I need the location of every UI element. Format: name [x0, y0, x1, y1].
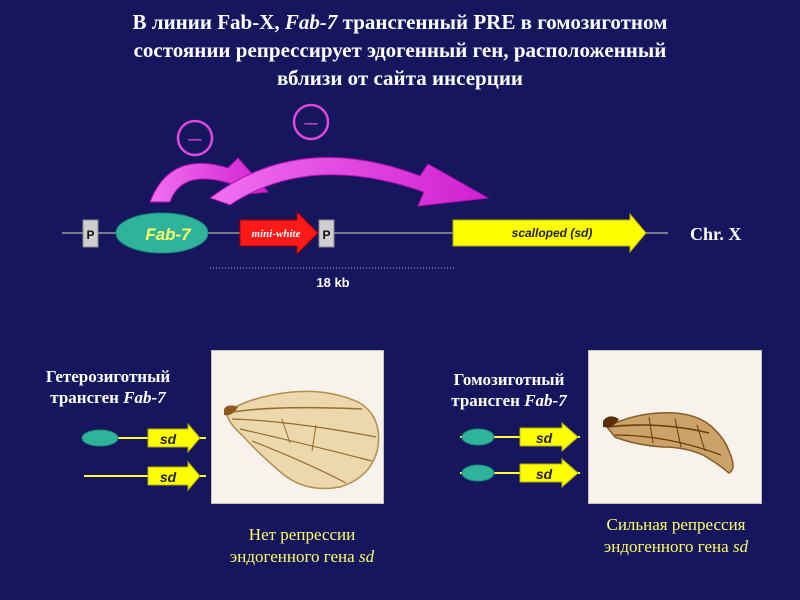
right-genotype-label: Гомозиготный трансген Fab-7 [451, 370, 567, 410]
mini-white-gene: mini-white [239, 210, 319, 256]
chromosome-label: Chr. X [690, 224, 741, 244]
svg-text:Fab-7: Fab-7 [145, 225, 192, 244]
p-element-right: P [318, 219, 335, 248]
slide-title: В линии Fab-X, Fab-7 трансгенный PRE в г… [20, 8, 780, 92]
wing-shape [225, 390, 380, 490]
p-element-left: P [82, 219, 99, 248]
scalloped-gene: scalloped (sd) [452, 212, 647, 254]
fab7-element: Fab-7 [115, 212, 209, 254]
left-caption: Нет репрессии эндогенного гена sd [229, 525, 375, 566]
left-genotype-label: Гетерозиготный трансген Fab-7 [45, 367, 171, 407]
repression-minus-left: – [176, 119, 214, 157]
left-genotype-top: sd [81, 422, 206, 454]
right-caption: Сильная репрессия эндогенного гена sd [603, 515, 749, 556]
right-genotype-bottom: sd [460, 457, 580, 489]
svg-text:sd: sd [536, 430, 553, 446]
repressed-wing-photo [588, 350, 762, 504]
title-line-2: состоянии репрессирует эдогенный ген, ра… [133, 38, 667, 62]
right-genotype-top: sd [460, 421, 580, 453]
svg-text:–: – [304, 107, 319, 136]
svg-text:sd: sd [160, 431, 177, 447]
title-line-3: вблизи от сайта инсерции [276, 66, 524, 90]
wing-shape [605, 411, 734, 474]
normal-wing-photo [211, 350, 384, 504]
svg-text:P: P [86, 228, 94, 242]
svg-text:sd: sd [536, 466, 553, 482]
long-repression-arrow [208, 157, 490, 207]
svg-text:sd: sd [160, 469, 177, 485]
left-genotype-bottom: sd [84, 460, 206, 492]
repression-minus-right: – [292, 103, 330, 141]
svg-text:P: P [322, 228, 330, 242]
svg-text:scalloped (sd): scalloped (sd) [512, 226, 593, 240]
title-line-1: В линии Fab-X, Fab-7 трансгенный PRE в г… [132, 10, 668, 34]
svg-text:–: – [188, 123, 203, 152]
distance-label: 18 kb [316, 275, 349, 290]
svg-text:mini-white: mini-white [252, 228, 301, 240]
